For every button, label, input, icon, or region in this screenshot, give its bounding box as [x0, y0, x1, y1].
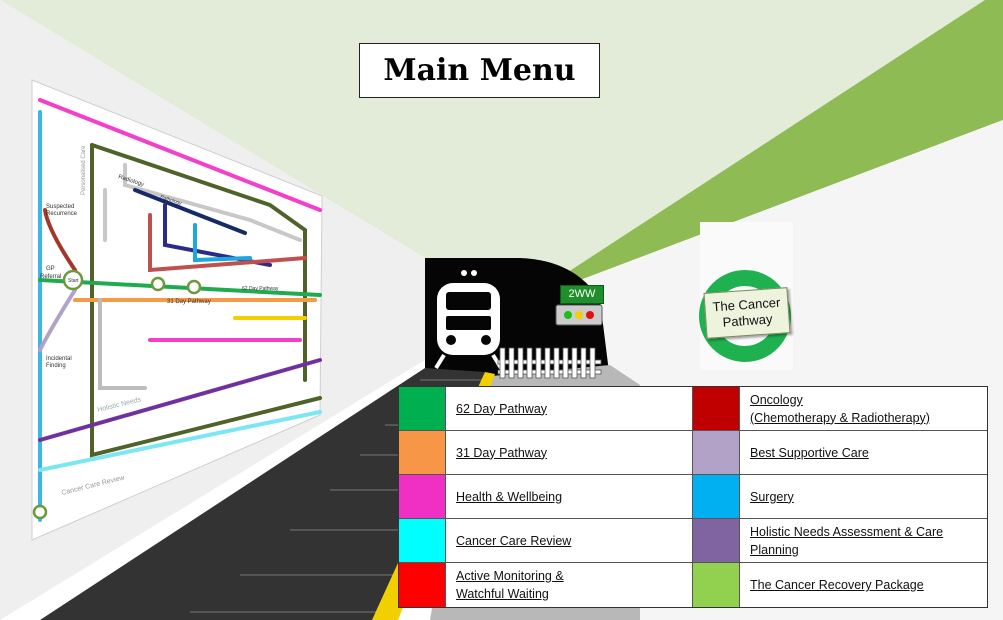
color-swatch	[399, 387, 446, 430]
menu-item-active-monitoring[interactable]: Active Monitoring & Watchful Waiting	[399, 563, 693, 607]
svg-text:Incidental: Incidental	[46, 356, 72, 362]
color-swatch	[399, 519, 446, 562]
color-swatch	[693, 475, 740, 518]
menu-item-label[interactable]: Active Monitoring & Watchful Waiting	[456, 569, 564, 601]
main-menu-grid: 62 Day Pathway Oncology (Chemotherapy & …	[398, 386, 988, 608]
signal-2ww-sign: 2WW	[560, 285, 604, 304]
color-swatch	[399, 475, 446, 518]
menu-item-label[interactable]: Holistic Needs Assessment & Care Plannin…	[750, 524, 944, 557]
menu-item-label[interactable]: Best Supportive Care	[750, 445, 869, 460]
color-swatch	[693, 563, 740, 607]
menu-item-cancer-recovery-package[interactable]: The Cancer Recovery Package	[693, 563, 987, 607]
color-swatch	[693, 387, 740, 430]
ceiling	[0, 0, 1003, 280]
menu-item-label[interactable]: Health & Wellbeing	[456, 489, 563, 504]
menu-item-label[interactable]: Cancer Care Review	[456, 533, 572, 548]
page-title-box: Main Menu	[359, 43, 600, 98]
roundel-label-line2: Pathway	[722, 311, 773, 330]
menu-item-label[interactable]: Surgery	[750, 489, 794, 504]
menu-item-31-day-pathway[interactable]: 31 Day Pathway	[399, 431, 693, 475]
track-bed	[40, 368, 485, 620]
roundel-label[interactable]: The Cancer Pathway	[703, 287, 791, 339]
menu-item-best-supportive-care[interactable]: Best Supportive Care	[693, 431, 987, 475]
menu-item-holistic-needs[interactable]: Holistic Needs Assessment & Care Plannin…	[693, 519, 987, 563]
menu-item-health-wellbeing[interactable]: Health & Wellbeing	[399, 475, 693, 519]
traffic-signal-icon	[555, 304, 603, 326]
menu-item-label[interactable]: 62 Day Pathway	[456, 401, 548, 416]
menu-item-label[interactable]: 31 Day Pathway	[456, 445, 548, 460]
color-swatch	[693, 519, 740, 562]
svg-text:Personalised Care: Personalised Care	[81, 145, 87, 195]
svg-text:Recurrence: Recurrence	[46, 211, 78, 217]
svg-text:31 Day Pathway: 31 Day Pathway	[167, 299, 211, 305]
color-swatch	[399, 563, 446, 607]
buffer-fence	[497, 347, 602, 379]
pathway-map: GP Referral Start Suspected Recurrence I…	[31, 79, 323, 541]
svg-text:62 Day Pathway: 62 Day Pathway	[242, 286, 279, 292]
menu-item-oncology[interactable]: Oncology (Chemotherapy & Radiotherapy)	[693, 387, 987, 431]
menu-item-label[interactable]: Oncology (Chemotherapy & Radiotherapy)	[750, 392, 930, 425]
menu-item-cancer-care-review[interactable]: Cancer Care Review	[399, 519, 693, 563]
menu-item-label[interactable]: The Cancer Recovery Package	[750, 578, 924, 592]
page-title: Main Menu	[383, 53, 576, 88]
menu-item-62-day-pathway[interactable]: 62 Day Pathway	[399, 387, 693, 431]
color-swatch	[693, 431, 740, 474]
svg-text:Finding: Finding	[46, 363, 66, 369]
menu-item-surgery[interactable]: Surgery	[693, 475, 987, 519]
color-swatch	[399, 431, 446, 474]
svg-text:Suspected: Suspected	[46, 204, 74, 210]
svg-text:GP: GP	[46, 266, 55, 272]
train-icon	[434, 270, 503, 370]
ceiling-stripe	[565, 0, 1003, 282]
svg-text:Start: Start	[68, 278, 79, 284]
svg-text:Referral: Referral	[40, 274, 61, 280]
